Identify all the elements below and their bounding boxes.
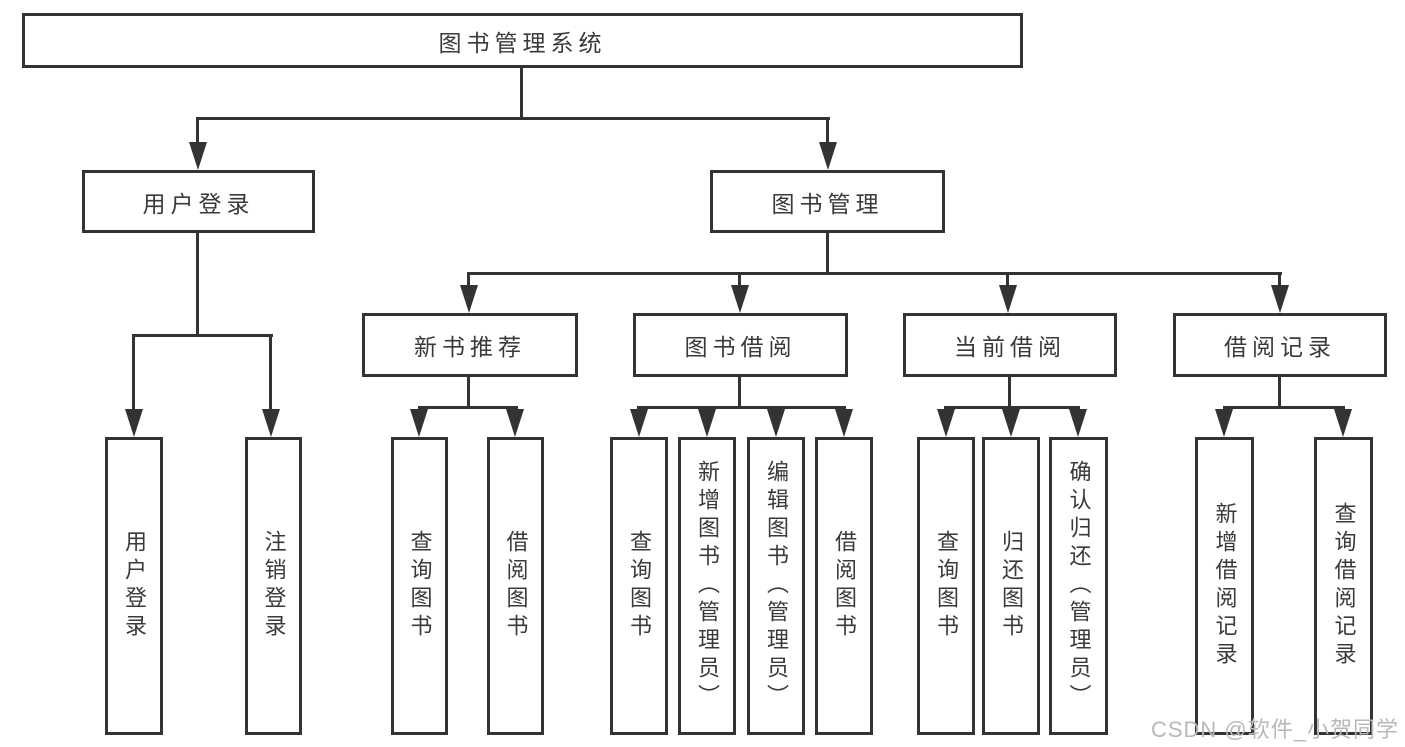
connector-line (826, 117, 829, 145)
arrowhead-down (835, 409, 853, 437)
node-new-book-recommend: 新书推荐 (362, 313, 578, 377)
leaf-query-borrow-record: 查询借阅记录 (1314, 437, 1373, 735)
arrowhead-down (125, 409, 143, 437)
leaf-borrow-books-borrowing: 借阅图书 (815, 437, 873, 735)
leaf-edit-book-admin: 编辑图书（管理员） (747, 437, 805, 735)
connector-line (196, 233, 199, 337)
leaf-return-book: 归还图书 (982, 437, 1040, 735)
leaf-query-books-current: 查询图书 (917, 437, 975, 735)
node-borrowing-records: 借阅记录 (1173, 313, 1387, 377)
arrowhead-down (1069, 409, 1087, 437)
leaf-add-book-admin: 新增图书（管理员） (678, 437, 736, 735)
leaf-query-books-recommend: 查询图书 (391, 437, 448, 735)
arrowhead-down (630, 409, 648, 437)
leaf-borrow-books-recommend: 借阅图书 (487, 437, 544, 735)
leaf-label: 借阅图书 (832, 530, 857, 642)
leaf-label: 新增借阅记录 (1212, 502, 1238, 670)
leaf-label: 编辑图书（管理员） (764, 460, 789, 712)
arrowhead-down (767, 409, 785, 437)
connector-line (1278, 272, 1281, 288)
connector-line (1223, 406, 1345, 409)
arrowhead-down (460, 285, 478, 313)
connector-line (826, 233, 829, 275)
arrowhead-down (262, 409, 280, 437)
arrowhead-down (819, 142, 837, 170)
node-label: 图书借阅 (684, 334, 797, 360)
connector-line (269, 334, 272, 412)
leaf-query-books-borrowing: 查询图书 (610, 437, 668, 735)
node-label: 新书推荐 (414, 334, 526, 360)
connector-line (132, 334, 135, 412)
leaf-label: 归还图书 (999, 530, 1024, 642)
leaf-label: 新增图书（管理员） (695, 460, 720, 712)
leaf-label: 查询借阅记录 (1331, 502, 1357, 670)
connector-line (196, 117, 830, 120)
leaf-label: 用户登录 (122, 530, 147, 642)
arrowhead-down (1002, 409, 1020, 437)
connector-line (637, 406, 846, 409)
leaf-label: 查询图书 (407, 530, 433, 642)
node-book-borrowing: 图书借阅 (633, 313, 848, 377)
arrowhead-down (506, 409, 524, 437)
arrowhead-down (410, 409, 428, 437)
connector-line (418, 406, 518, 409)
leaf-label: 注销登录 (261, 530, 287, 642)
connector-line (1006, 272, 1009, 288)
connector-line (520, 68, 523, 120)
leaf-label: 借阅图书 (503, 530, 529, 642)
leaf-label: 查询图书 (934, 530, 959, 642)
leaf-label: 查询图书 (627, 530, 652, 642)
arrowhead-down (189, 142, 207, 170)
leaf-confirm-return-admin: 确认归还（管理员） (1049, 437, 1108, 735)
connector-line (944, 406, 1080, 409)
arrowhead-down (1271, 285, 1289, 313)
node-label: 图书管理 (771, 190, 884, 217)
leaf-label: 确认归还（管理员） (1066, 460, 1092, 712)
node-label: 借阅记录 (1224, 334, 1336, 360)
connector-line (467, 377, 470, 408)
connector-line (132, 334, 273, 337)
node-label: 当前借阅 (954, 334, 1066, 360)
arrowhead-down (937, 409, 955, 437)
arrowhead-down (999, 285, 1017, 313)
arrowhead-down (731, 285, 749, 313)
node-label: 图书管理系统 (438, 29, 607, 56)
connector-line (1278, 377, 1281, 408)
connector-line (196, 117, 199, 145)
node-user-login: 用户登录 (82, 170, 315, 233)
leaf-add-borrow-record: 新增借阅记录 (1195, 437, 1254, 735)
leaf-user-login: 用户登录 (105, 437, 163, 735)
node-book-management: 图书管理 (710, 170, 945, 233)
connector-line (738, 272, 741, 288)
csdn-watermark: CSDN @软件_小贺同学 (1150, 717, 1399, 742)
connector-line (467, 272, 1282, 275)
node-label: 用户登录 (142, 190, 255, 217)
arrowhead-down (1215, 409, 1233, 437)
connector-line (738, 377, 741, 408)
arrowhead-down (1334, 409, 1352, 437)
connector-line (1008, 377, 1011, 408)
node-library-management-system: 图书管理系统 (22, 13, 1023, 68)
arrowhead-down (698, 409, 716, 437)
connector-line (467, 272, 470, 288)
node-current-borrowing: 当前借阅 (903, 313, 1117, 377)
leaf-logout: 注销登录 (245, 437, 302, 735)
